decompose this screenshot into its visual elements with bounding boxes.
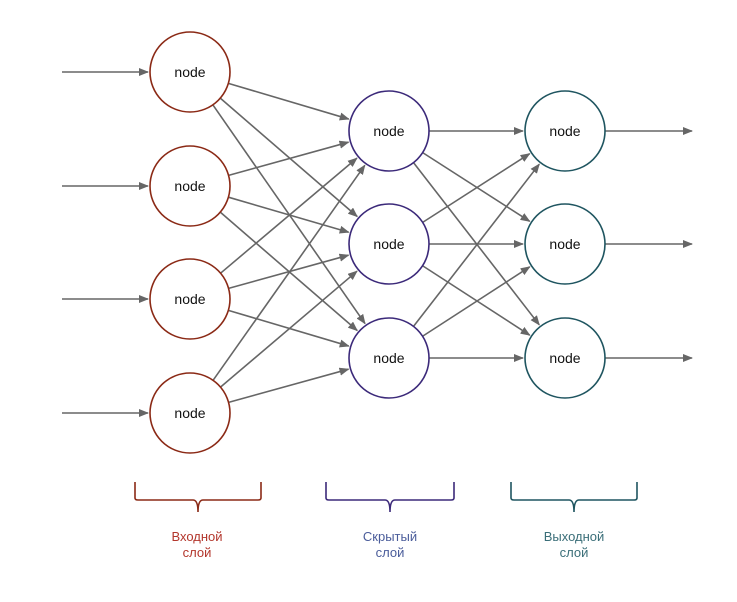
edge-input-4-to-hidden-2 bbox=[219, 270, 358, 388]
edge-hidden-3-to-output-1 bbox=[412, 163, 540, 327]
input-node-circle bbox=[149, 258, 231, 340]
edge-hidden-2-to-output-3 bbox=[422, 265, 531, 336]
output-node-circle bbox=[524, 317, 606, 399]
input-node-2: node bbox=[149, 145, 231, 227]
node-label: node bbox=[174, 291, 205, 307]
node-label: node bbox=[174, 64, 205, 80]
edge-input-1-to-hidden-2 bbox=[219, 97, 358, 218]
output-node-3: node bbox=[524, 317, 606, 399]
edge-hidden-3-to-output-2 bbox=[422, 266, 531, 337]
output-node-circle bbox=[524, 90, 606, 172]
node-label: node bbox=[549, 236, 580, 252]
hidden-node-1: node bbox=[348, 90, 430, 172]
input-node-3: node bbox=[149, 258, 231, 340]
output-node-2: node bbox=[524, 203, 606, 285]
input-node-1: node bbox=[149, 31, 231, 113]
hidden-node-2: node bbox=[348, 203, 430, 285]
input-layer-brace bbox=[134, 482, 262, 513]
edge-input-3-to-hidden-1 bbox=[220, 157, 358, 274]
node-label: node bbox=[549, 123, 580, 139]
edge-hidden-1-to-output-2 bbox=[422, 151, 531, 222]
edge-input-1-to-hidden-1 bbox=[228, 82, 350, 121]
node-label: node bbox=[549, 350, 580, 366]
hidden-node-circle bbox=[348, 317, 430, 399]
edge-input-3-to-hidden-2 bbox=[228, 253, 350, 290]
hidden-node-3: node bbox=[348, 317, 430, 399]
output-layer-label-line1: Выходной bbox=[544, 529, 605, 544]
input-node-4: node bbox=[149, 372, 231, 454]
input-node-circle bbox=[149, 372, 231, 454]
output-node-1: node bbox=[524, 90, 606, 172]
output-node-circle bbox=[524, 203, 606, 285]
node-label: node bbox=[373, 236, 404, 252]
output-layer-brace bbox=[510, 482, 638, 513]
hidden-node-circle bbox=[348, 90, 430, 172]
edge-input-3-to-hidden-3 bbox=[228, 309, 350, 348]
hidden-node-circle bbox=[348, 203, 430, 285]
edge-input-4-to-hidden-3 bbox=[228, 367, 350, 404]
node-label: node bbox=[373, 350, 404, 366]
hidden-layer-label-line2: слой bbox=[376, 545, 405, 560]
node-label: node bbox=[174, 405, 205, 421]
output-layer-label-line2: слой bbox=[560, 545, 589, 560]
input-node-circle bbox=[149, 31, 231, 113]
input-layer-label-line2: слой bbox=[183, 545, 212, 560]
input-node-circle bbox=[149, 145, 231, 227]
hidden-layer-brace bbox=[325, 482, 455, 513]
edge-input-4-to-hidden-1 bbox=[212, 164, 366, 381]
edge-input-2-to-hidden-2 bbox=[228, 196, 350, 234]
node-label: node bbox=[373, 123, 404, 139]
node-label: node bbox=[174, 178, 205, 194]
hidden-layer-label-line1: Скрытый bbox=[363, 529, 417, 544]
edge-hidden-2-to-output-1 bbox=[422, 153, 531, 224]
edge-input-2-to-hidden-1 bbox=[228, 140, 350, 177]
connections bbox=[62, 68, 693, 417]
nodes: node node node node node node node node node node bbox=[149, 31, 606, 454]
input-layer-label-line1: Входной bbox=[171, 529, 222, 544]
